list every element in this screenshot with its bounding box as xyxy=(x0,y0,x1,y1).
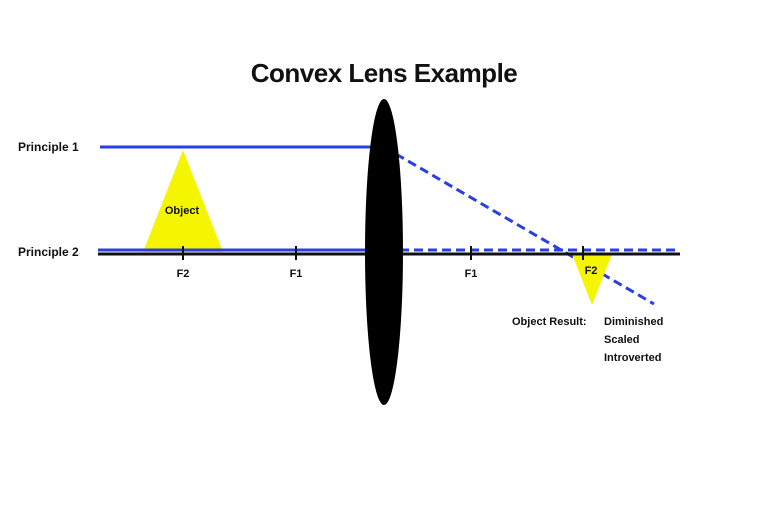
principle-2-label: Principle 2 xyxy=(18,245,79,259)
object-triangle xyxy=(143,150,223,252)
result-label: Object Result: xyxy=(512,316,587,328)
diagram-title: Convex Lens Example xyxy=(251,58,518,88)
principle-1-refracted-ray xyxy=(395,152,655,306)
principle-1-label: Principle 1 xyxy=(18,140,79,154)
result-line-introverted: Introverted xyxy=(604,352,661,364)
left-f1-label: F1 xyxy=(290,268,303,280)
result-line-scaled: Scaled xyxy=(604,334,639,346)
right-f1-label: F1 xyxy=(465,268,478,280)
result-line-diminished: Diminished xyxy=(604,316,663,328)
image-triangle xyxy=(572,254,612,305)
left-f2-label: F2 xyxy=(177,268,190,280)
image-label: F2 xyxy=(585,265,598,277)
convex-lens xyxy=(365,99,403,405)
object-label: Object xyxy=(165,205,200,217)
